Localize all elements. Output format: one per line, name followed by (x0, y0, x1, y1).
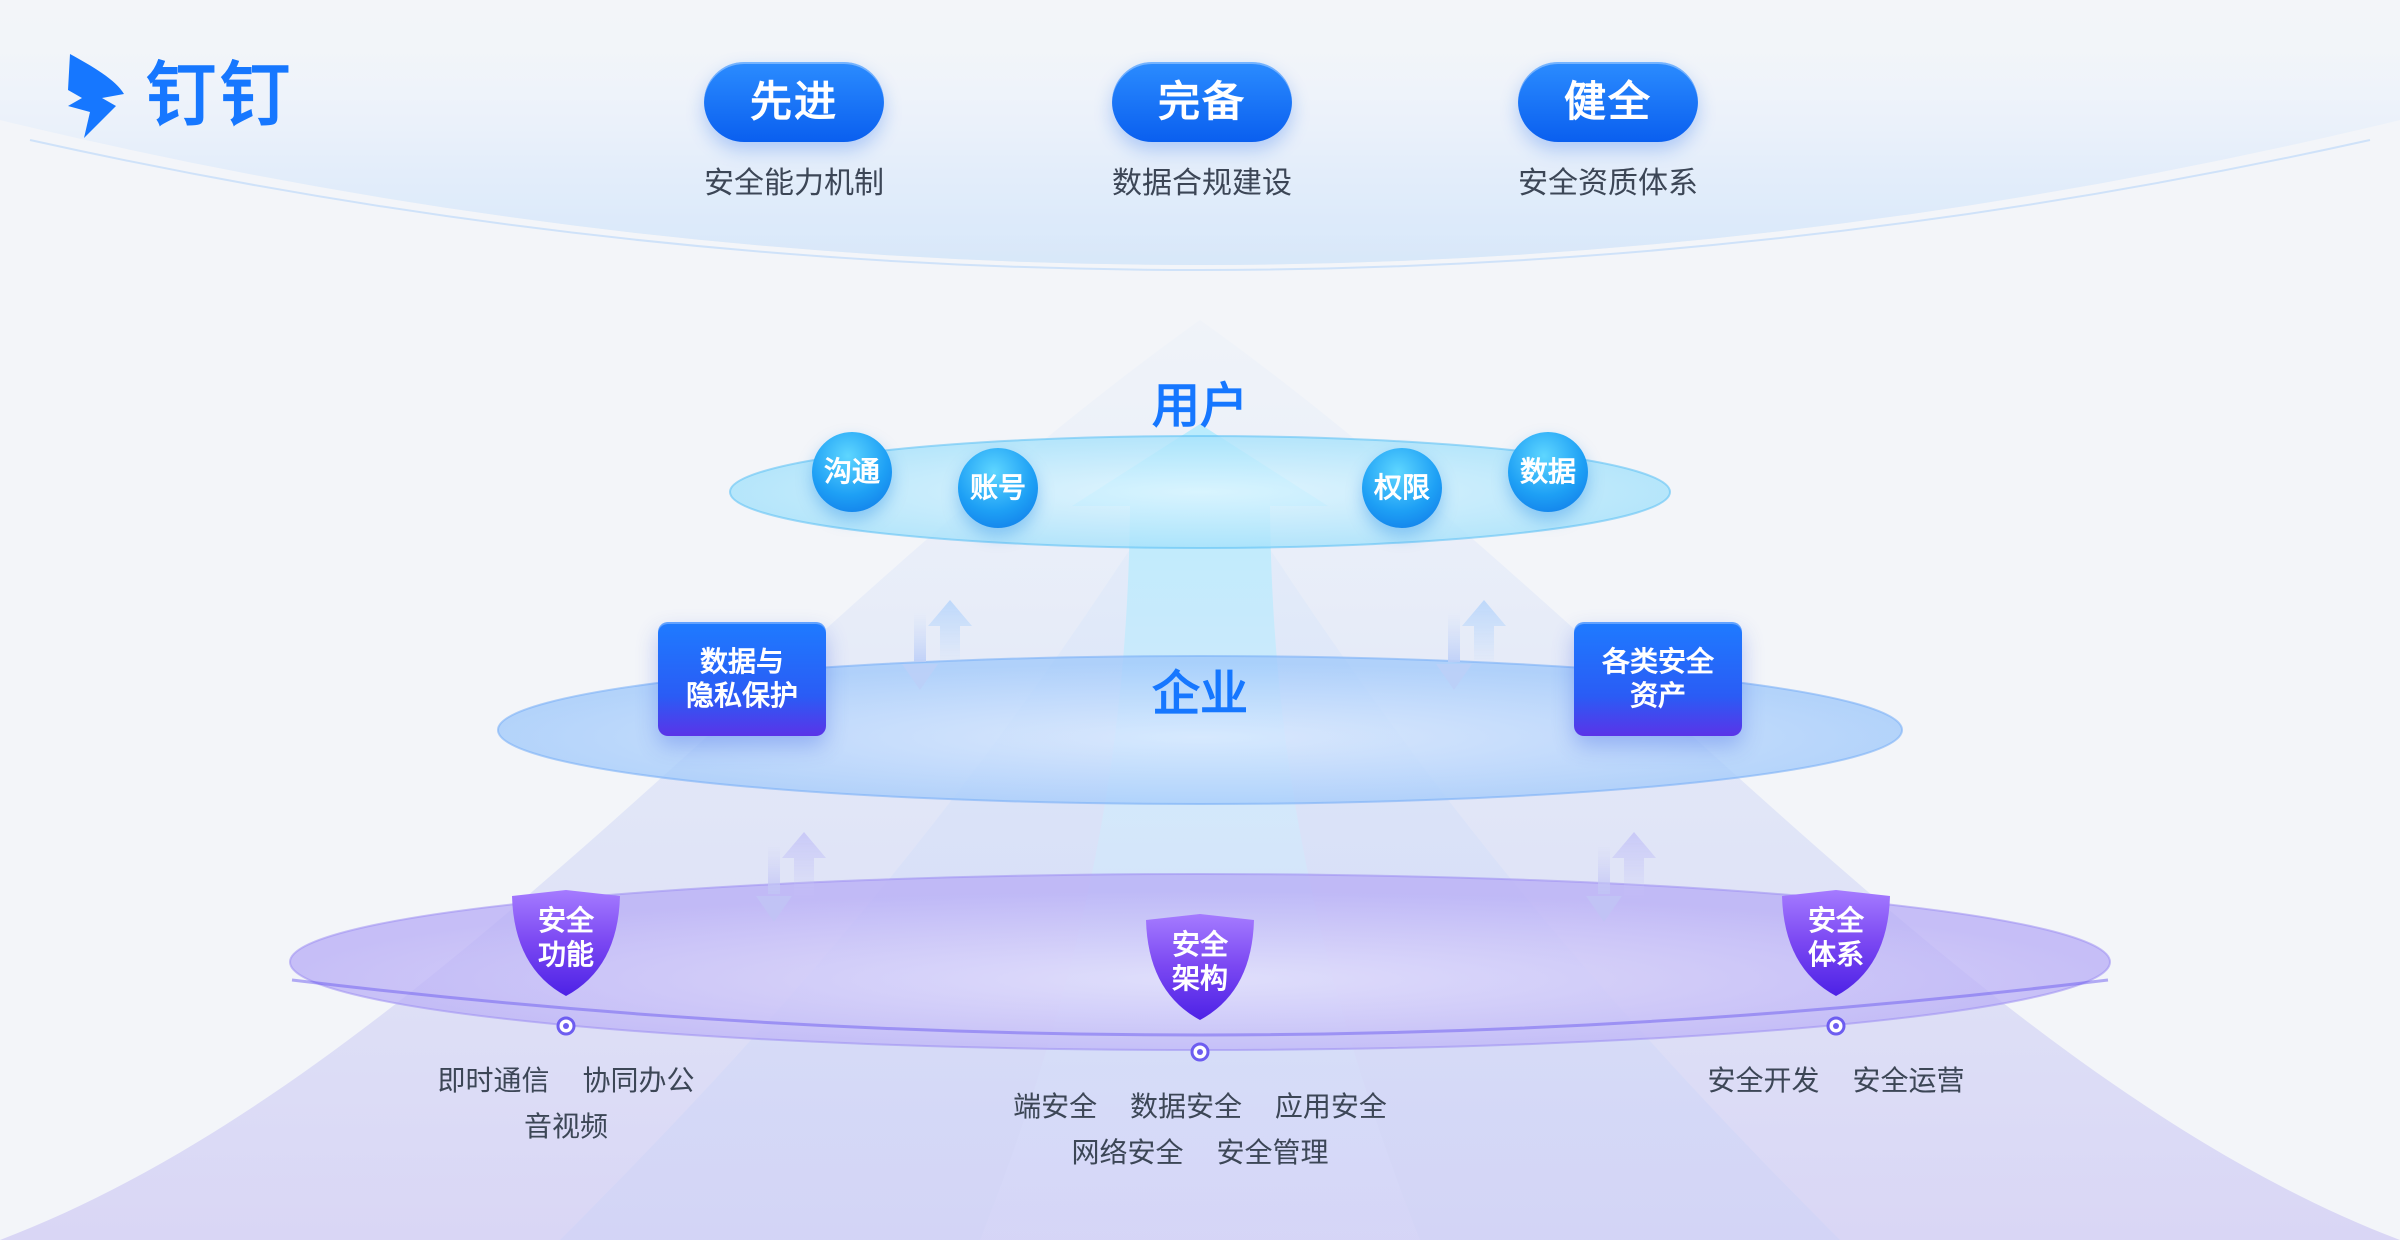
desc-row: 网络安全 安全管理 (950, 1130, 1450, 1176)
desc-item: 数据安全 (1129, 1090, 1242, 1123)
desc-item: 安全管理 (1216, 1136, 1329, 1169)
shield-security-architecture (1146, 914, 1254, 1020)
pillar-complete: 完备 数据合规建设 (1052, 62, 1352, 202)
pillar-title: 先进 (704, 62, 884, 142)
desc-item: 协同办公 (582, 1064, 695, 1097)
pillar-title: 完备 (1112, 62, 1292, 142)
brand-name: 钉钉 (146, 54, 294, 136)
desc-item: 音视频 (523, 1110, 608, 1143)
box-line: 隐私保护 (685, 679, 798, 712)
system-description: 安全开发 安全运营 (1636, 1058, 2036, 1104)
shield-line: 功能 (537, 938, 594, 971)
pillar-subtitle: 数据合规建设 (1112, 166, 1292, 201)
pillar-subtitle: 安全能力机制 (704, 166, 884, 201)
enterprise-box-data-privacy: 数据与 隐私保护 (658, 622, 826, 736)
shield-line: 架构 (1171, 962, 1228, 995)
shield-label-security-system: 安全 体系 (1782, 890, 1890, 1006)
desc-item: 安全开发 (1707, 1064, 1820, 1097)
shield-label-security-architecture: 安全 架构 (1146, 914, 1254, 1030)
user-item-permission: 权限 (1362, 448, 1442, 528)
brand-logo: 钉钉 (64, 50, 294, 140)
shield-line: 安全 (537, 904, 594, 937)
shield-security-system (1782, 890, 1890, 996)
desc-row: 安全开发 安全运营 (1636, 1058, 2036, 1104)
architecture-description: 端安全 数据安全 应用安全 网络安全 安全管理 (950, 1084, 1450, 1176)
user-layer-label: 用户 (1151, 378, 1248, 434)
shield-line: 安全 (1171, 928, 1228, 961)
user-item-account: 账号 (958, 448, 1038, 528)
function-description: 即时通信 协同办公 音视频 (366, 1058, 766, 1150)
enterprise-box-security-assets: 各类安全 资产 (1574, 622, 1742, 736)
shield-security-function (512, 890, 620, 996)
enterprise-layer-label: 企业 (1151, 666, 1248, 722)
box-line: 数据与 (699, 645, 784, 678)
shield-line: 安全 (1807, 904, 1864, 937)
desc-row: 音视频 (366, 1104, 766, 1150)
shield-line: 体系 (1807, 938, 1864, 971)
anchor-dots (556, 1016, 1846, 1062)
pillar-sound: 健全 安全资质体系 (1458, 62, 1758, 202)
dingtalk-wing-icon (68, 54, 124, 138)
box-line: 资产 (1629, 679, 1686, 712)
desc-item: 网络安全 (1071, 1136, 1184, 1169)
desc-item: 端安全 (1013, 1090, 1098, 1123)
pillar-title: 健全 (1518, 62, 1698, 142)
desc-row: 端安全 数据安全 应用安全 (950, 1084, 1450, 1130)
user-item-data: 数据 (1508, 432, 1588, 512)
shield-label-security-function: 安全 功能 (512, 890, 620, 1006)
desc-item: 应用安全 (1274, 1090, 1387, 1123)
desc-item: 安全运营 (1852, 1064, 1965, 1097)
desc-item: 即时通信 (437, 1064, 550, 1097)
box-line: 各类安全 (1601, 645, 1714, 678)
desc-row: 即时通信 协同办公 (366, 1058, 766, 1104)
pillar-advanced: 先进 安全能力机制 (644, 62, 944, 202)
user-item-communication: 沟通 (812, 432, 892, 512)
pillar-subtitle: 安全资质体系 (1518, 166, 1698, 201)
